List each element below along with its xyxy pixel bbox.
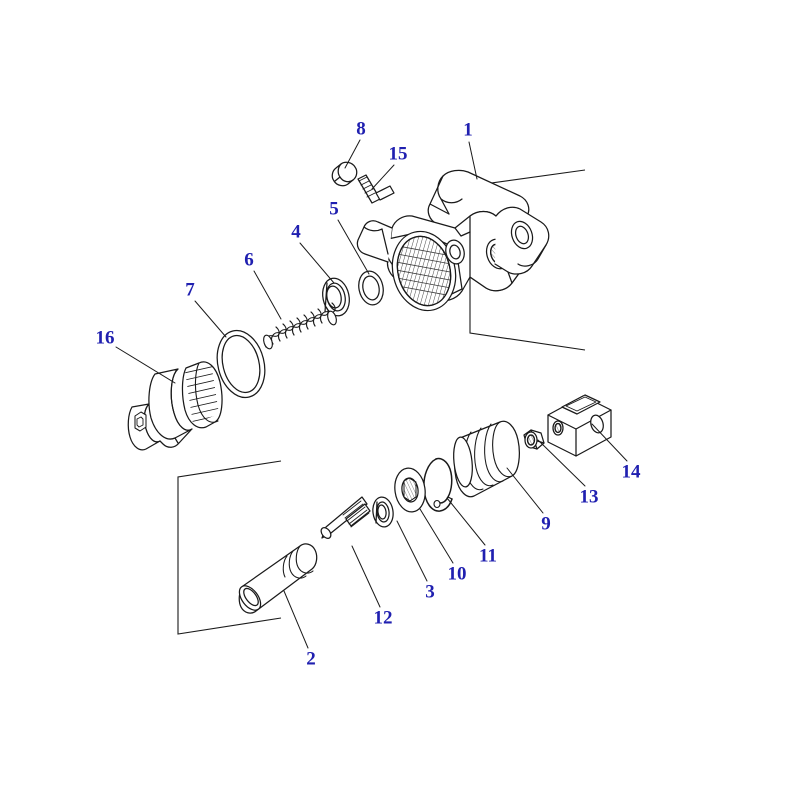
callout-5: 5 [329,198,339,220]
callout-9: 9 [541,513,551,535]
part-coil-spring [263,302,337,350]
part-small-washer [372,496,394,528]
leader-lines [115,139,628,649]
callout-12: 12 [373,607,393,629]
callout-2: 2 [306,648,316,670]
callout-1: 1 [463,119,473,141]
callout-4: 4 [291,221,301,243]
part-hex-nut [523,429,545,450]
callout-11: 11 [479,545,497,567]
callout-14: 14 [621,461,641,483]
part-clevis-bracket [547,394,612,457]
part-plug-cap [331,161,358,187]
part-valve-body [356,169,550,312]
part-washer [322,277,350,317]
part-rubber-boot [453,420,520,498]
callout-8: 8 [356,118,366,140]
callout-7: 7 [185,279,195,301]
callout-10: 10 [447,563,467,585]
callout-16: 16 [95,327,115,349]
callout-3: 3 [425,581,435,603]
part-threaded-plug [127,361,223,451]
part-large-washer [394,467,426,513]
part-set-screw [357,174,395,204]
callout-13: 13 [579,486,599,508]
part-ring [358,270,384,306]
part-snap-ring [423,457,453,512]
callout-6: 6 [244,249,254,271]
callout-15: 15 [388,143,408,165]
part-o-ring [216,329,266,399]
part-sleeve [238,543,318,614]
part-threaded-pin [320,496,371,539]
